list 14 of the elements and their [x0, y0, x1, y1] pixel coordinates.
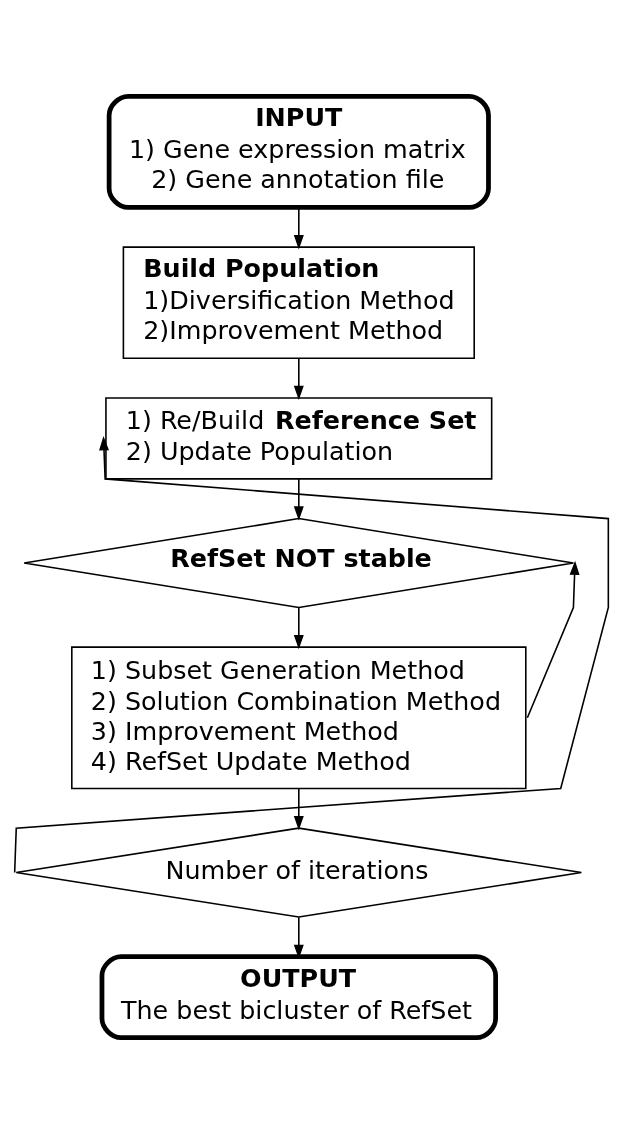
arrow [293, 206, 304, 249]
node-diamond: Number of iterations [15, 826, 583, 918]
arrow [293, 477, 304, 521]
arrow [526, 560, 580, 719]
arrow [293, 357, 304, 400]
node-box: 1) Subset Generation Method 2) Solution Combination Method 3) Improvement Method 4) RefSet Update Method [71, 645, 527, 789]
arrow [293, 606, 304, 649]
node-diamond: RefSet NOT stable [23, 517, 575, 608]
arrow [293, 787, 304, 830]
node-box: OUTPUT The best bicluster of RefSet [99, 953, 498, 1040]
node-box: 1) Re/Build Reference Set 2) Update Population [105, 396, 493, 480]
node-box: INPUT 1) Gene expression matrix 2) Gene annotation file [106, 93, 491, 210]
node-box: Build Population 1)Diversification Method 2)Improvement Method [122, 245, 475, 359]
arrow [13, 435, 610, 873]
